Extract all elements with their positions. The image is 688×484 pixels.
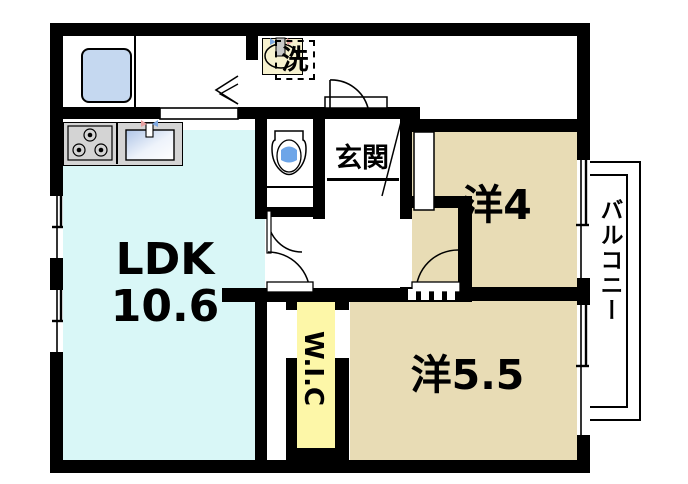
interior-wall-toilet-right [313,119,325,219]
room-fill-genkan [325,122,400,197]
wic-door-right [335,310,349,358]
interior-wall-hall-right [458,196,472,290]
interior-wall-genkan-top [325,107,420,119]
balcony-label: バルコニー [596,198,622,323]
room-fill-washitsu-5-5 [350,300,580,460]
interior-wall-ldk-right-upper [255,119,267,219]
genkan-label: 玄関 [335,143,389,174]
kitchen-counter-divider [116,122,118,164]
washitsu4-label: 洋4 [462,181,532,229]
toilet-tank-line [267,186,313,188]
wic-label: W.I.C [298,331,328,407]
room-fill-wic [296,300,336,448]
bath-door-opening [246,60,258,107]
room-fill-washitsu-4 [412,132,580,287]
interior-wall-ldk-right-lower [255,290,267,460]
bathtub [81,48,132,103]
ldk-label: LDK [115,234,215,285]
laundry-label: 洗 [281,44,309,76]
outer-wall-top [50,23,590,36]
interior-wall-wic-bottom [286,448,349,460]
ldk-size-label: 10.6 [110,281,220,332]
wic-door-left [286,310,297,358]
laundry-dashed-box: 洗 [275,40,315,80]
bath-partition-line [134,36,136,107]
interior-wall-toilet-bottom [267,207,313,217]
genkan-step-line [327,178,399,181]
outer-wall-bottom [50,460,590,473]
interior-wall-washitsu4-top [400,119,580,132]
interior-wall-washitsu4-left [400,119,412,209]
interior-wall-wic-left [286,300,297,450]
washitsu55-label: 洋5.5 [410,351,525,399]
